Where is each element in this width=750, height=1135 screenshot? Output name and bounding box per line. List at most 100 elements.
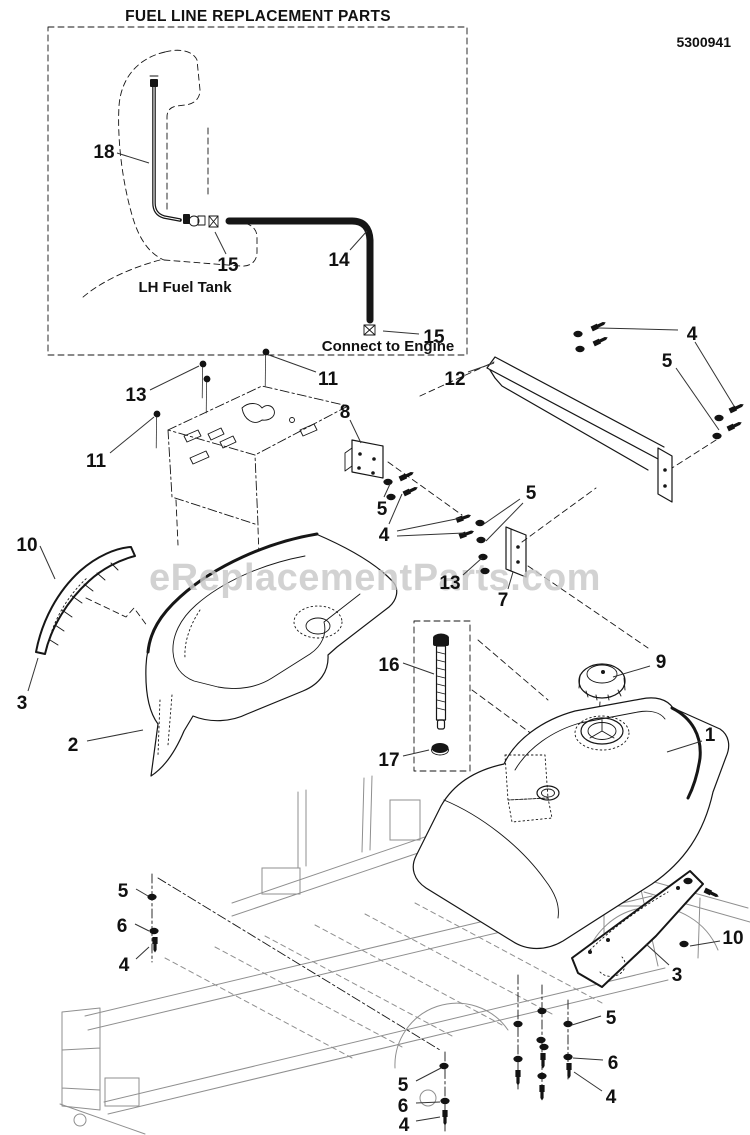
callout-label-6: 6 [608,1053,619,1074]
bolt-icon [152,937,158,953]
callout-label-11: 11 [318,369,339,390]
hose-clamp-15-right [363,324,376,336]
washer-icon [539,1043,549,1051]
fuel-cap-drawing [578,663,626,701]
leader-line [645,943,670,966]
callout-label-5: 5 [377,499,388,520]
fuel-fitting [183,214,206,227]
callout-label-16: 16 [378,655,399,676]
leader-line [612,665,651,678]
callout-label-10: 10 [16,535,37,556]
washer-icon [513,1055,523,1063]
support-rail-drawing [486,356,673,503]
bolt-icon [402,487,418,497]
callout-label-4: 4 [119,955,130,976]
lh-fuel-tank-label: LH Fuel Tank [138,279,232,296]
leader-line [214,231,227,255]
callout-label-3: 3 [17,693,28,714]
washer-icon [536,1036,546,1044]
bracket-8-drawing [344,439,384,479]
washer-icon [679,940,689,948]
pin-bolt-icon [203,375,211,414]
callout-label-2: 2 [68,735,79,756]
callout-label-5: 5 [662,351,673,372]
washer-icon [149,927,159,935]
callout-label-9: 9 [656,652,667,673]
callout-label-17: 17 [378,750,399,771]
callout-label-7: 7 [498,590,509,611]
washer-icon [439,1062,449,1070]
callout-label-11: 11 [86,451,107,472]
washer-icon [480,567,490,575]
fuel-line-14 [225,217,374,324]
leader-line [675,367,720,431]
callout-label-4: 4 [379,525,390,546]
bolt-icon [455,514,471,523]
leader-line [415,1067,442,1082]
leader-line [109,416,155,454]
washer-icon [537,1007,547,1015]
leader-line [462,557,483,576]
leader-line [27,657,39,692]
leader-line [383,483,391,498]
leader-line [415,1116,441,1122]
washer-icon [476,536,486,544]
callout-label-15: 15 [423,327,445,348]
callout-label-4: 4 [606,1087,617,1108]
bolt-icon [728,404,744,414]
leader-line [134,923,150,932]
washer-icon [712,432,722,440]
callout-label-3: 3 [672,965,683,986]
filler-neck [580,717,624,745]
leader-line [116,152,150,164]
inset-title: FUEL LINE REPLACEMENT PARTS [125,8,391,25]
side-plate-left-drawing [35,546,136,655]
leader-line [86,729,144,742]
callout-label-10: 10 [722,928,743,949]
callout-label-1: 1 [705,725,716,746]
mount-panel-drawing [167,385,349,586]
bolt-icon [726,422,742,432]
callout-label-13: 13 [439,573,460,594]
leader-line [573,1071,603,1092]
leader-line [388,493,403,525]
bolt-icon [590,322,606,332]
bolt-icon [703,887,719,897]
leader-line [402,662,435,675]
callout-label-6: 6 [398,1096,409,1117]
leader-line [396,517,462,532]
callout-label-8: 8 [340,402,351,423]
fuel-line-inset: LH Fuel Tank Connect to Engine [47,26,468,356]
fuel-gauge [536,785,560,801]
leader-line [689,940,721,947]
leader-line [349,230,368,251]
leader-line [402,749,430,757]
bolt-icon [592,337,608,347]
bolt-icon [515,1070,521,1086]
leader-line [39,545,56,580]
pin-bolt-icon [262,348,270,387]
leader-line [572,1057,604,1061]
fuel-tank-drawing [412,697,730,950]
leader-line [382,330,420,335]
leader-line [149,365,200,391]
leader-line [268,354,317,373]
bolt-icon [442,1110,448,1126]
callout-label-4: 4 [399,1115,410,1135]
leader-line [396,532,465,537]
callout-label-6: 6 [117,916,128,937]
bolt-icon [398,472,414,482]
washer-icon [440,1097,450,1105]
pin-bolt-icon [199,360,207,399]
callout-label-5: 5 [118,881,129,902]
pin-bolt-icon [153,410,161,449]
washer-icon [537,1072,547,1080]
washer-icon [383,478,393,486]
bolt-icon [539,1085,545,1101]
hose-clamp-15-left [208,215,219,228]
bolt-icon [566,1063,572,1079]
washer-icon [513,1020,523,1028]
leader-line [415,1101,441,1104]
